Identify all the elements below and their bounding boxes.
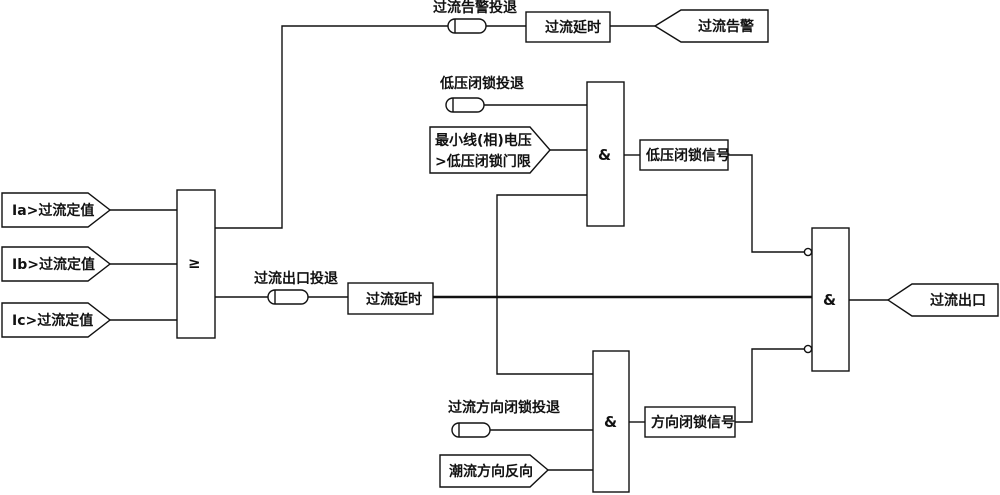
input-tag-ib-label: Ib>过流定值 <box>12 256 95 273</box>
final-and-symbol: & <box>823 291 836 309</box>
direction-condition-tag: 潮流方向反向 <box>439 454 550 488</box>
lowvolt-condition-line2: >低压闭锁门限 <box>435 153 531 170</box>
trip-switch-icon <box>267 289 309 305</box>
direction-switch: 过流方向闭锁投退 <box>448 399 560 438</box>
direction-inverter-bubble <box>803 344 813 354</box>
direction-and-gate: & <box>592 350 630 493</box>
lowvolt-and-symbol: & <box>598 146 611 164</box>
trip-switch-label: 过流出口投退 <box>254 270 338 287</box>
lowvolt-inverter-bubble <box>803 247 813 257</box>
lowvolt-signal-label: 低压闭锁信号 <box>645 147 730 164</box>
lowvolt-switch: 低压闭锁投退 <box>439 75 524 113</box>
lowvolt-condition-tag: 最小线(相)电压 >低压闭锁门限 <box>429 126 551 174</box>
trip-switch: 过流出口投退 <box>254 270 338 305</box>
lowvolt-signal-box: 低压闭锁信号 <box>639 139 730 171</box>
lowvolt-switch-label: 低压闭锁投退 <box>439 75 524 92</box>
input-tag-ic-label: Ic>过流定值 <box>12 312 93 329</box>
direction-and-symbol: & <box>604 413 617 431</box>
or-gate: ≥ <box>176 189 216 339</box>
trip-output-label: 过流出口 <box>930 292 986 309</box>
input-tag-ia-label: Ia>过流定值 <box>12 202 94 219</box>
trip-delay-label: 过流延时 <box>366 291 422 308</box>
direction-signal-label: 方向闭锁信号 <box>651 414 735 431</box>
alarm-switch-icon <box>447 18 487 34</box>
lowvolt-condition-line1: 最小线(相)电压 <box>435 132 532 149</box>
input-tag-ib: Ib>过流定值 <box>1 246 112 282</box>
input-tag-ia: Ia>过流定值 <box>1 192 112 228</box>
alarm-delay-label: 过流延时 <box>545 19 601 36</box>
direction-condition-label: 潮流方向反向 <box>449 463 533 480</box>
alarm-output-tag: 过流告警 <box>653 9 769 43</box>
direction-switch-label: 过流方向闭锁投退 <box>448 399 560 416</box>
alarm-switch: 过流告警投退 <box>433 0 517 34</box>
input-tag-ic: Ic>过流定值 <box>1 302 112 338</box>
alarm-output-label: 过流告警 <box>698 18 754 35</box>
lowvolt-and-gate: & <box>586 81 625 227</box>
wires <box>110 25 888 471</box>
alarm-switch-label: 过流告警投退 <box>433 0 517 16</box>
trip-output-tag: 过流出口 <box>886 283 999 317</box>
lowvolt-switch-icon <box>445 97 485 113</box>
final-and-gate: & <box>803 227 850 372</box>
or-gate-symbol: ≥ <box>188 254 201 272</box>
direction-switch-icon <box>451 422 491 438</box>
direction-signal-box: 方向闭锁信号 <box>644 406 736 438</box>
alarm-delay-box: 过流延时 <box>525 11 611 43</box>
trip-delay-box: 过流延时 <box>347 282 434 315</box>
